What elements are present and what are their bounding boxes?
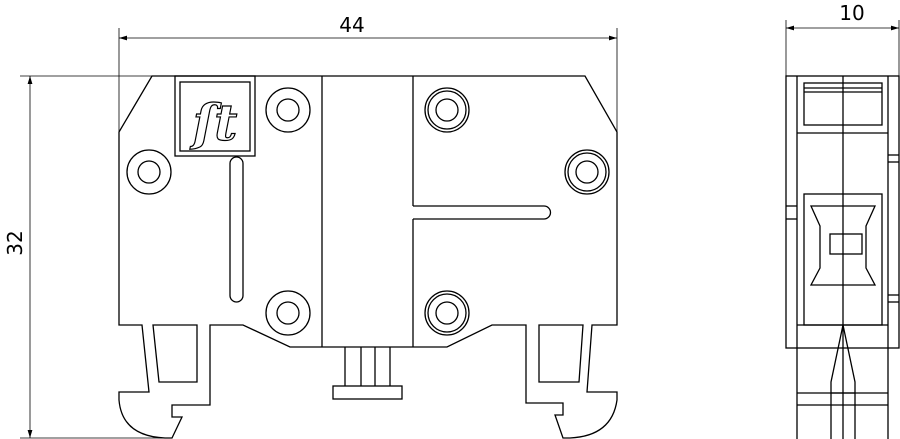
screw-hole [564, 149, 610, 195]
vertical-slot [229, 156, 244, 303]
dimension-label-width: 44 [339, 13, 364, 37]
mounting-hole [265, 87, 311, 133]
screw-hole [424, 290, 470, 336]
side-view [785, 75, 900, 439]
mounting-hole [126, 149, 172, 195]
dimension-label-side-width: 10 [839, 1, 864, 25]
dimension-label-height: 32 [3, 230, 27, 255]
left-foot-slot [152, 324, 198, 383]
horizontal-slot [413, 205, 552, 220]
right-foot-slot [538, 324, 584, 383]
front-view: ſt [118, 75, 618, 439]
dimension-width-10: 10 [785, 1, 900, 76]
front-outline [118, 75, 618, 439]
dimension-height-32: 32 [3, 75, 170, 439]
pin [332, 347, 403, 400]
logo: ſt [174, 75, 256, 157]
screw-hole [424, 87, 470, 133]
mounting-hole [265, 290, 311, 336]
svg-text:ſt: ſt [190, 93, 238, 152]
dimension-width-44: 44 [118, 13, 618, 132]
